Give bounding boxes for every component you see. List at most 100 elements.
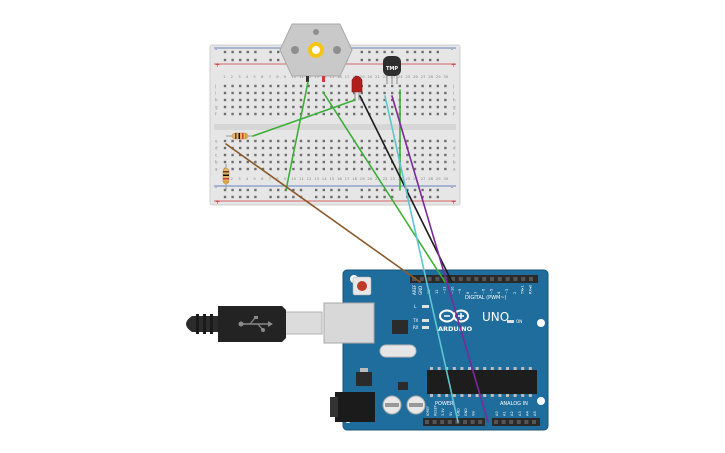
breadboard-hole[interactable] xyxy=(406,112,409,116)
breadboard-hole[interactable] xyxy=(269,153,272,157)
rail-hole[interactable] xyxy=(223,195,227,199)
breadboard-hole[interactable] xyxy=(383,105,386,109)
breadboard-hole[interactable] xyxy=(444,84,447,88)
breadboard-hole[interactable] xyxy=(429,105,432,109)
breadboard-hole[interactable] xyxy=(383,112,386,116)
breadboard-hole[interactable] xyxy=(284,160,287,164)
breadboard-hole[interactable] xyxy=(330,146,333,150)
breadboard-hole[interactable] xyxy=(330,91,333,95)
breadboard-hole[interactable] xyxy=(292,98,295,102)
rail-hole[interactable] xyxy=(239,195,242,199)
rail-hole[interactable] xyxy=(315,195,318,199)
rail-hole[interactable] xyxy=(429,50,432,54)
breadboard-hole[interactable] xyxy=(223,146,227,150)
digital-header[interactable] xyxy=(410,275,538,283)
breadboard-hole[interactable] xyxy=(299,153,303,157)
breadboard-hole[interactable] xyxy=(391,153,394,157)
breadboard-hole[interactable] xyxy=(292,91,295,95)
breadboard-hole[interactable] xyxy=(307,91,310,95)
breadboard-hole[interactable] xyxy=(239,112,242,116)
power-pin-hole[interactable] xyxy=(447,420,452,424)
resistor-horizontal[interactable] xyxy=(226,132,254,140)
digital-pin-hole[interactable] xyxy=(529,277,533,281)
breadboard-hole[interactable] xyxy=(444,112,447,116)
rail-hole[interactable] xyxy=(360,58,363,62)
breadboard-hole[interactable] xyxy=(284,167,287,171)
breadboard-hole[interactable] xyxy=(231,167,234,171)
breadboard-hole[interactable] xyxy=(375,146,379,150)
breadboard-hole[interactable] xyxy=(277,160,280,164)
red-led[interactable] xyxy=(351,75,363,100)
breadboard-hole[interactable] xyxy=(231,160,234,164)
rail-hole[interactable] xyxy=(239,50,242,54)
rail-hole[interactable] xyxy=(269,58,272,62)
breadboard-hole[interactable] xyxy=(345,167,348,171)
breadboard-hole[interactable] xyxy=(261,112,265,116)
rail-hole[interactable] xyxy=(277,195,280,199)
breadboard-hole[interactable] xyxy=(277,105,280,109)
breadboard-hole[interactable] xyxy=(330,98,333,102)
rail-hole[interactable] xyxy=(421,188,424,192)
breadboard-hole[interactable] xyxy=(315,167,318,171)
breadboard-hole[interactable] xyxy=(436,98,439,102)
breadboard-hole[interactable] xyxy=(246,146,249,150)
breadboard-hole[interactable] xyxy=(429,153,432,157)
breadboard-hole[interactable] xyxy=(239,146,242,150)
breadboard-hole[interactable] xyxy=(398,84,401,88)
breadboard-hole[interactable] xyxy=(375,84,379,88)
analog-pin-hole[interactable] xyxy=(532,420,536,424)
breadboard-hole[interactable] xyxy=(292,112,295,116)
breadboard-hole[interactable] xyxy=(231,139,234,143)
breadboard-hole[interactable] xyxy=(436,139,439,143)
breadboard-hole[interactable] xyxy=(429,91,432,95)
rail-hole[interactable] xyxy=(223,188,227,192)
breadboard-hole[interactable] xyxy=(292,160,295,164)
breadboard-hole[interactable] xyxy=(360,160,363,164)
breadboard-hole[interactable] xyxy=(406,91,409,95)
breadboard-hole[interactable] xyxy=(375,167,379,171)
breadboard-hole[interactable] xyxy=(315,139,318,143)
breadboard-hole[interactable] xyxy=(277,146,280,150)
rail-hole[interactable] xyxy=(436,195,439,199)
breadboard-hole[interactable] xyxy=(421,146,424,150)
digital-pin-hole[interactable] xyxy=(458,277,463,281)
breadboard-hole[interactable] xyxy=(231,84,234,88)
breadboard-hole[interactable] xyxy=(383,91,386,95)
digital-pin-hole[interactable] xyxy=(435,277,440,281)
breadboard-hole[interactable] xyxy=(246,139,249,143)
breadboard-hole[interactable] xyxy=(231,112,234,116)
breadboard-hole[interactable] xyxy=(246,105,249,109)
rail-hole[interactable] xyxy=(436,50,439,54)
breadboard-hole[interactable] xyxy=(436,146,439,150)
breadboard-hole[interactable] xyxy=(239,98,242,102)
breadboard-hole[interactable] xyxy=(231,153,234,157)
breadboard-hole[interactable] xyxy=(269,160,272,164)
breadboard-hole[interactable] xyxy=(337,112,341,116)
breadboard-hole[interactable] xyxy=(254,112,257,116)
breadboard-hole[interactable] xyxy=(444,160,447,164)
breadboard-hole[interactable] xyxy=(429,112,432,116)
breadboard-hole[interactable] xyxy=(406,160,409,164)
breadboard-hole[interactable] xyxy=(337,160,341,164)
breadboard-hole[interactable] xyxy=(322,139,325,143)
digital-pin-hole[interactable] xyxy=(482,277,487,281)
breadboard-hole[interactable] xyxy=(337,91,341,95)
rail-hole[interactable] xyxy=(421,58,424,62)
breadboard-hole[interactable] xyxy=(239,167,242,171)
breadboard-hole[interactable] xyxy=(277,139,280,143)
breadboard-hole[interactable] xyxy=(368,160,371,164)
breadboard-hole[interactable] xyxy=(383,153,386,157)
breadboard-hole[interactable] xyxy=(299,139,303,143)
digital-pin-hole[interactable] xyxy=(521,277,526,281)
breadboard-hole[interactable] xyxy=(254,139,257,143)
breadboard-hole[interactable] xyxy=(345,91,348,95)
breadboard-hole[interactable] xyxy=(254,91,257,95)
breadboard-hole[interactable] xyxy=(254,160,257,164)
breadboard-hole[interactable] xyxy=(307,84,310,88)
rail-hole[interactable] xyxy=(429,58,432,62)
breadboard-hole[interactable] xyxy=(246,112,249,116)
breadboard-hole[interactable] xyxy=(322,153,325,157)
power-pin-hole[interactable] xyxy=(440,420,445,424)
rail-hole[interactable] xyxy=(330,188,333,192)
wire-purple-a0[interactable] xyxy=(391,95,489,423)
